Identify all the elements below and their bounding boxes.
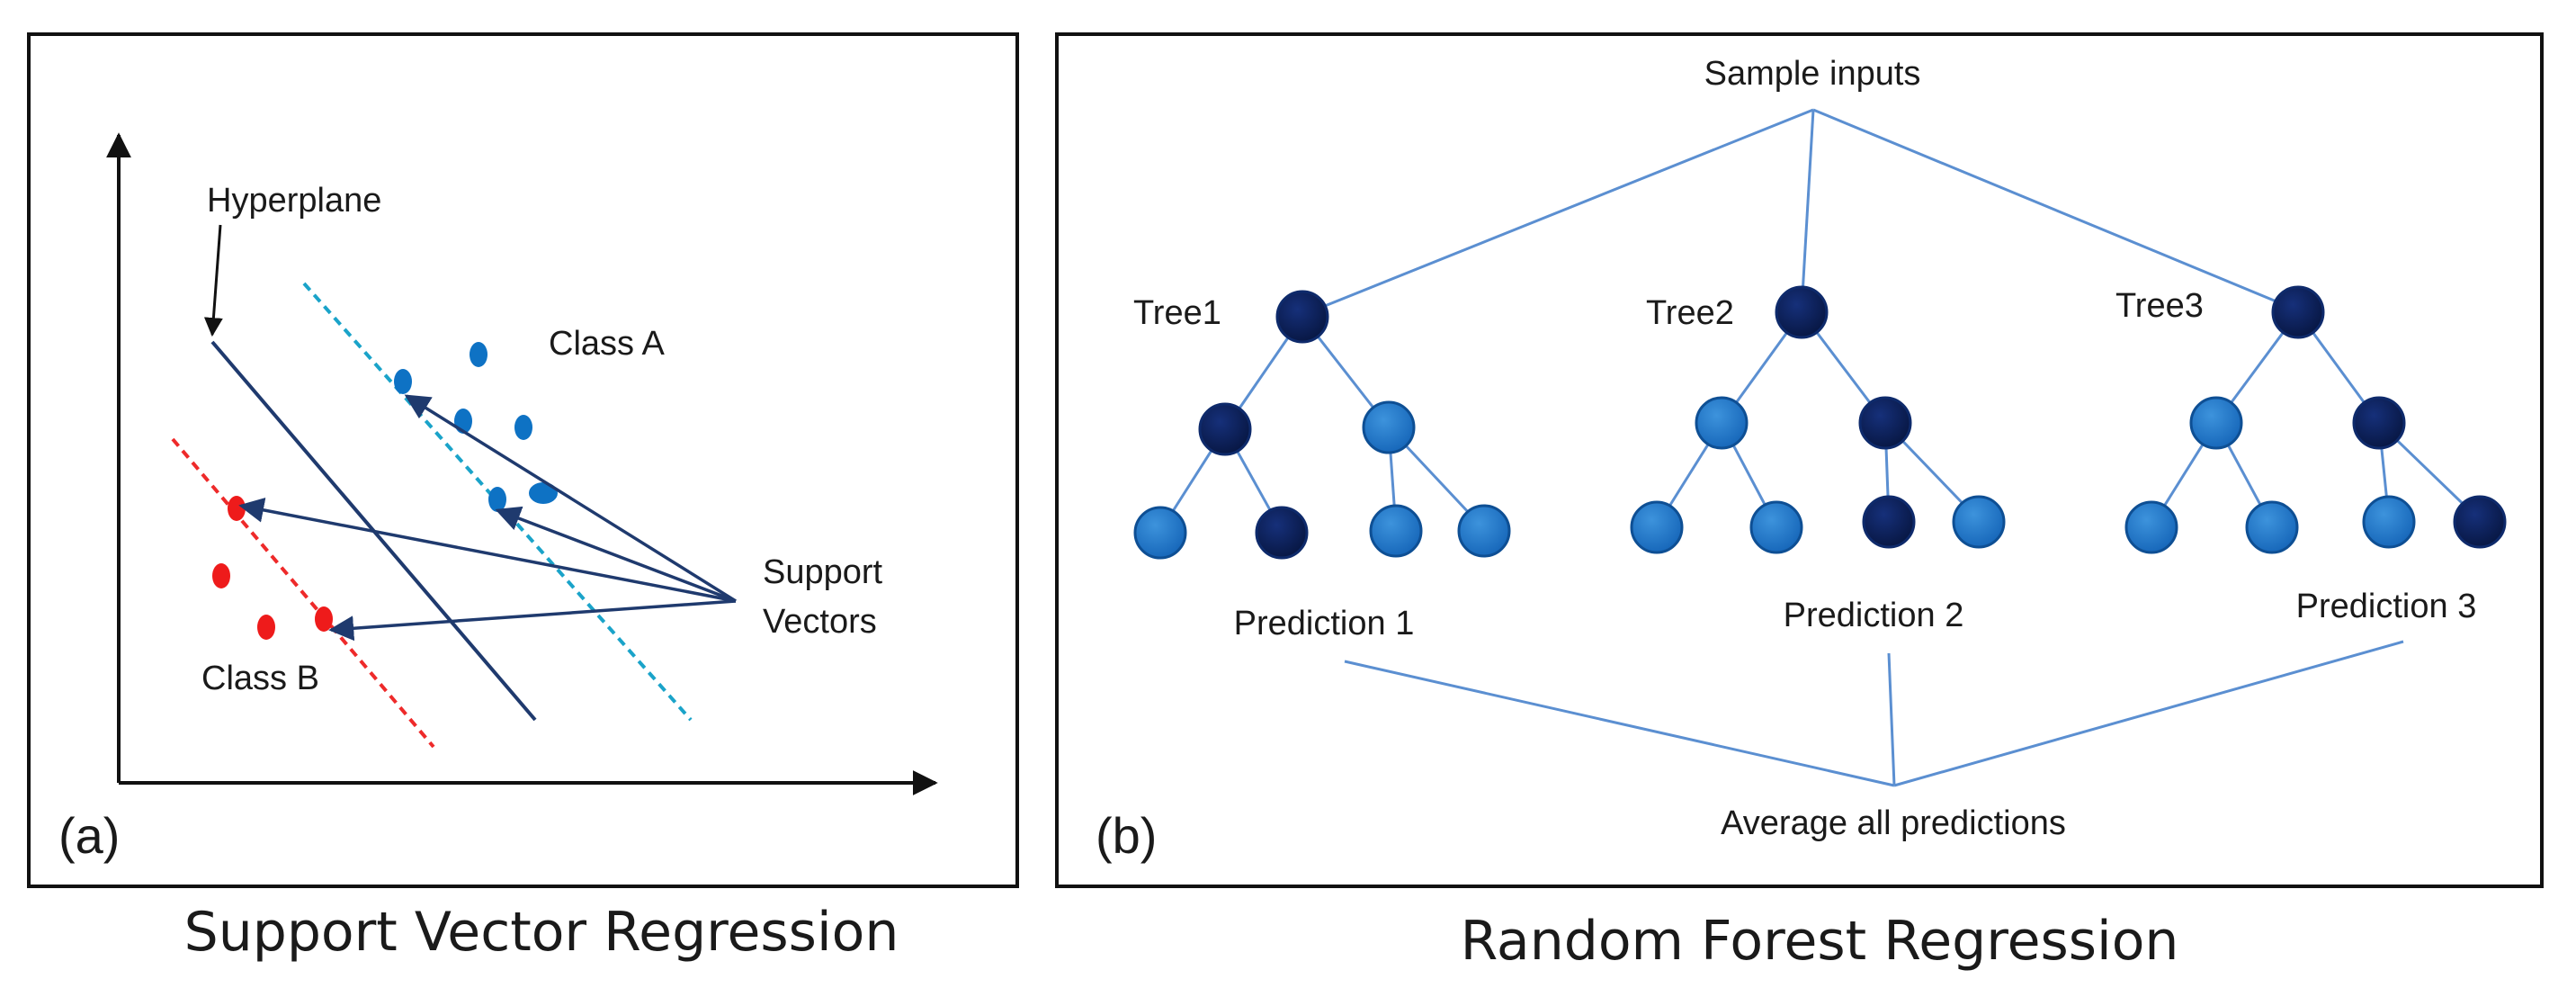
- tree-node-dark: [1775, 285, 1829, 339]
- input-edge-tree3: [1812, 108, 2299, 312]
- tree-node-light: [1362, 400, 1416, 454]
- caption-support-vector-regression: Support Vector Regression: [184, 901, 899, 964]
- tree2-label: Tree2: [1646, 294, 1734, 332]
- margin-line-class-b: [171, 437, 435, 749]
- tree-2: [1630, 285, 2006, 554]
- tree-node-light: [1457, 504, 1511, 558]
- tree-node-dark: [2352, 396, 2406, 450]
- input-edge-tree2: [1800, 109, 1815, 311]
- tree-node-light: [1695, 396, 1749, 450]
- tree-node-dark: [1858, 396, 1912, 450]
- tree-node-light: [2245, 500, 2299, 554]
- caption-random-forest-regression: Random Forest Regression: [1461, 910, 2179, 973]
- class-a-point: [470, 342, 487, 367]
- panel-a-tag: (a): [58, 807, 120, 864]
- panel-b: Sample inputs Tree1: [1055, 32, 2544, 888]
- tree-node-light: [2189, 396, 2243, 450]
- tree-node-light: [1952, 495, 2006, 549]
- hyperplane-label: Hyperplane: [207, 182, 381, 220]
- aggregation-edge-1: [1344, 660, 1895, 787]
- tree-node-light: [1749, 500, 1803, 554]
- aggregation-edge-3: [1893, 640, 2404, 787]
- input-edges: [1301, 108, 2299, 317]
- tree-node-dark: [2271, 285, 2325, 339]
- class-b-point: [315, 606, 333, 632]
- class-a-points: [394, 342, 558, 512]
- class-a-label: Class A: [549, 325, 665, 363]
- class-b-point: [228, 496, 246, 521]
- support-vector-arrow: [328, 599, 737, 642]
- sample-inputs-label: Sample inputs: [1704, 55, 1921, 93]
- class-b-points: [212, 496, 333, 640]
- input-edge-tree1: [1301, 108, 1814, 317]
- aggregation-edges: [1344, 640, 2404, 787]
- support-vectors-label-line1: Support: [763, 553, 883, 591]
- support-vector-arrows: [238, 394, 737, 642]
- tree-node-dark: [1862, 495, 1916, 549]
- class-a-point: [514, 415, 532, 440]
- tree3-label: Tree3: [2115, 287, 2204, 325]
- tree-1: [1133, 290, 1511, 560]
- aggregation-edge-2: [1887, 652, 1896, 786]
- support-vector-arrow: [238, 498, 737, 603]
- panel-b-frame: [1055, 32, 2544, 888]
- tree-node-light: [2124, 500, 2178, 554]
- panel-a: Hyperplane Class A Class B Support: [27, 32, 1019, 888]
- tree-node-light: [2362, 495, 2416, 549]
- tree-node-dark: [1198, 402, 1252, 456]
- tree1-label: Tree1: [1133, 294, 1221, 332]
- class-a-point: [488, 487, 506, 512]
- support-vectors-label-line2: Vectors: [763, 603, 877, 641]
- tree-3: [2124, 285, 2507, 554]
- class-b-point: [212, 563, 230, 588]
- prediction-3-label: Prediction 3: [2296, 588, 2477, 625]
- class-b-point: [257, 615, 275, 640]
- support-vector-arrow: [404, 394, 737, 603]
- panel-a-frame: [27, 32, 1019, 888]
- tree-node-dark: [1275, 290, 1329, 344]
- tree-node-light: [1133, 506, 1187, 560]
- average-predictions-label: Average all predictions: [1721, 804, 2066, 842]
- tree-node-light: [1369, 504, 1423, 558]
- prediction-2-label: Prediction 2: [1784, 597, 1964, 634]
- hyperplane-pointer-arrow: [203, 224, 223, 337]
- class-b-label: Class B: [201, 660, 319, 697]
- support-vector-arrow: [495, 506, 737, 603]
- class-a-point: [529, 482, 558, 504]
- panel-b-tag: (b): [1096, 807, 1157, 864]
- tree-node-dark: [1255, 506, 1309, 560]
- prediction-1-label: Prediction 1: [1234, 605, 1415, 642]
- class-a-point: [394, 369, 412, 394]
- tree-node-dark: [2453, 495, 2507, 549]
- tree-node-light: [1630, 500, 1684, 554]
